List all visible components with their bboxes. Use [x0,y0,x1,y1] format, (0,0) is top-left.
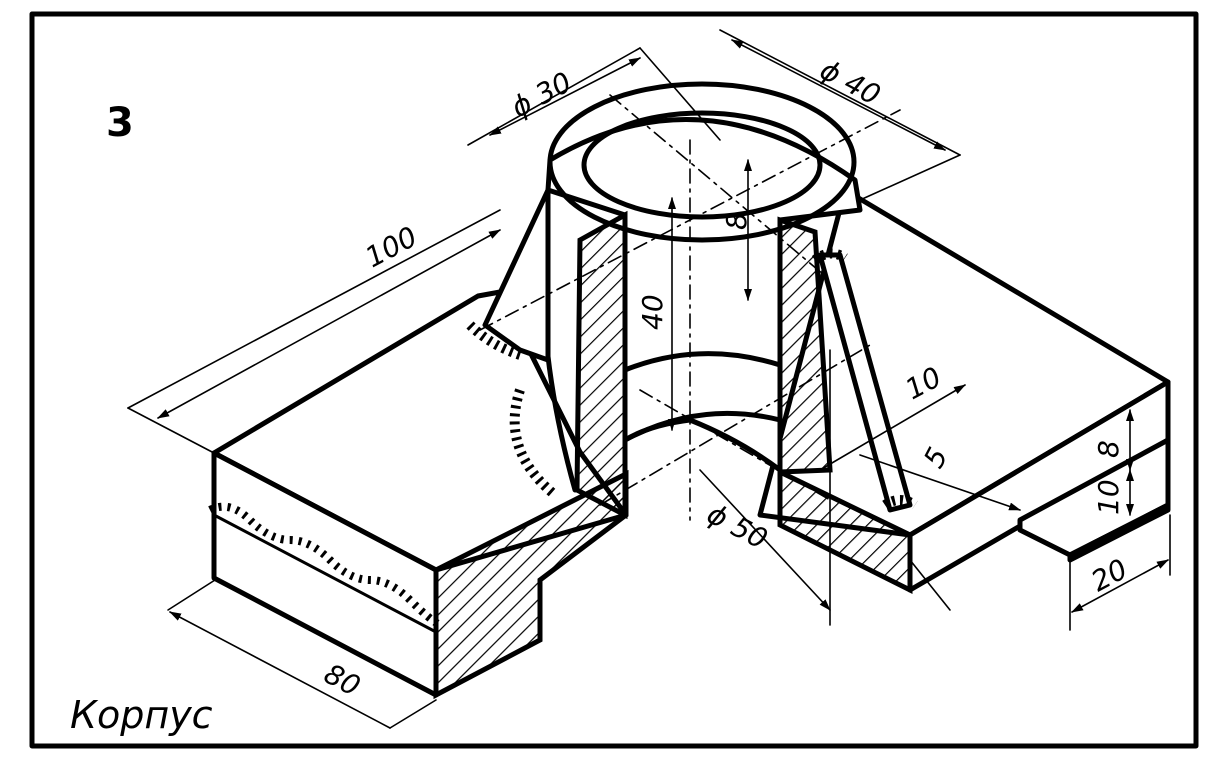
cylinder-boss [509,81,863,520]
dim-40: 40 [636,294,669,330]
dim-8-top: 8 [720,212,753,230]
dim-d40: ϕ 40 [815,53,886,112]
dimension-lines [127,29,1171,729]
dim-100: 100 [360,220,423,274]
dim-80: 80 [319,657,366,703]
dim-20: 20 [1086,552,1133,598]
dim-d30: ϕ 30 [506,65,577,124]
dim-10-side: 10 [1092,479,1125,515]
rib-right [811,248,918,513]
part-name-label: Корпус [70,693,213,737]
dim-8-side: 8 [1092,440,1125,458]
drawing-frame [29,11,1199,749]
sheet-number: 3 [106,100,134,146]
